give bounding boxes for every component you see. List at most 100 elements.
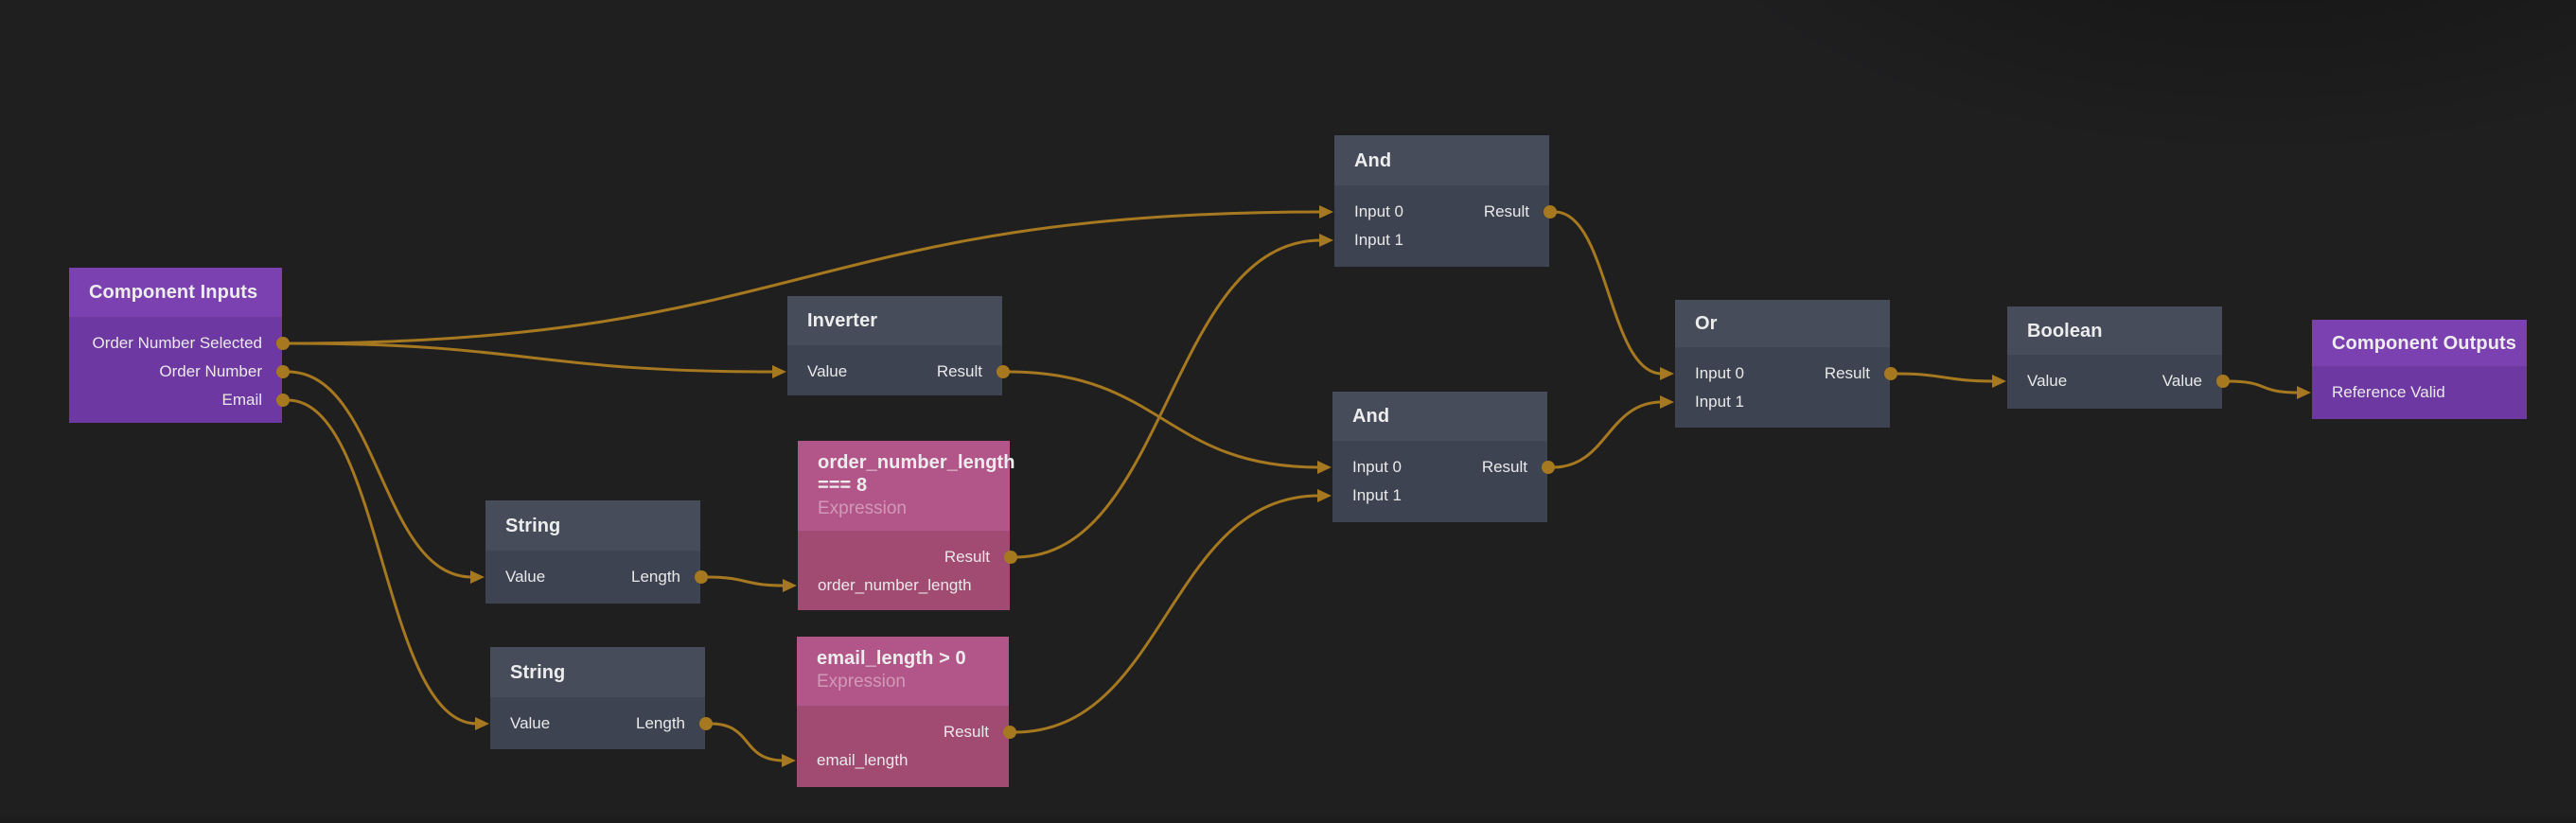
output-port[interactable] <box>1544 205 1557 219</box>
output-port[interactable] <box>1004 551 1017 564</box>
output-port[interactable] <box>699 717 713 730</box>
wire-inverter-to-and-email[interactable] <box>1007 370 1320 469</box>
node-subtitle: Expression <box>817 672 906 692</box>
input-port[interactable] <box>475 717 489 730</box>
output-port-label: Result <box>944 548 990 566</box>
wire-boolean-to-component-outputs[interactable] <box>2227 379 2300 394</box>
output-port[interactable] <box>997 365 1010 378</box>
input-port-label: Value <box>807 362 848 380</box>
wire-component-inputs-to-string-email[interactable] <box>287 398 478 726</box>
wire-string-order-number-to-expr-order-number-length[interactable] <box>705 575 785 587</box>
node-title: And <box>1354 149 1392 171</box>
output-port[interactable] <box>1884 367 1897 380</box>
input-port[interactable] <box>772 365 786 378</box>
input-port[interactable] <box>783 579 797 592</box>
wire-or-to-boolean[interactable] <box>1895 372 1995 383</box>
wire-and-order-to-or[interactable] <box>1554 210 1663 376</box>
node-title: email_length > 0 <box>817 648 966 669</box>
input-port[interactable] <box>2297 386 2311 399</box>
node-title: order_number_length === 8 <box>818 452 1015 496</box>
node-body: Value Value <box>1992 356 2230 409</box>
wire-expr-order-number-length-to-and-order[interactable] <box>1015 238 1322 559</box>
output-port-label: Result <box>1481 458 1527 476</box>
input-port[interactable] <box>1319 234 1333 247</box>
input-port-label: Value <box>510 714 551 732</box>
node-header[interactable]: And <box>1332 392 1547 442</box>
output-port-label: Result <box>943 723 989 741</box>
node-header[interactable]: Or <box>1675 300 1890 348</box>
node-title: Component Outputs <box>2332 332 2517 354</box>
node-body: Value Length <box>475 698 713 749</box>
output-port[interactable] <box>1003 726 1016 739</box>
node-header[interactable]: String <box>490 647 705 698</box>
input-port[interactable] <box>782 754 796 767</box>
node-title: And <box>1352 406 1390 427</box>
input-port-label: Input 1 <box>1354 231 1403 249</box>
node-title: Or <box>1695 313 1718 334</box>
node-title: String <box>505 515 561 536</box>
output-port[interactable] <box>276 337 290 350</box>
node-body: Value Result <box>772 346 1010 395</box>
output-port[interactable] <box>276 365 290 378</box>
wire-component-inputs-to-string-order-number[interactable] <box>287 370 473 579</box>
output-port-label: Result <box>1483 202 1529 220</box>
wire-component-inputs-to-inverter[interactable] <box>287 341 775 374</box>
node-body: Reference Valid <box>2297 367 2527 419</box>
input-port[interactable] <box>1317 461 1332 474</box>
node-header[interactable]: Component Inputs <box>69 268 282 318</box>
node-header[interactable]: String <box>485 500 700 552</box>
output-port-label: Email <box>221 391 262 409</box>
input-port-label: Input 1 <box>1352 486 1402 504</box>
input-port-label: Value <box>505 568 546 586</box>
output-port[interactable] <box>2216 375 2230 388</box>
output-port[interactable] <box>1542 461 1555 474</box>
output-port-label: Order Number Selected <box>92 334 262 352</box>
output-port-label: Length <box>631 568 680 586</box>
output-port-label: Result <box>936 362 982 380</box>
wire-component-inputs-to-and-order[interactable] <box>287 210 1322 345</box>
input-port[interactable] <box>1660 367 1674 380</box>
node-header[interactable]: And <box>1334 135 1549 186</box>
wire-and-email-to-or[interactable] <box>1552 400 1663 469</box>
node-header[interactable]: email_length > 0 Expression <box>797 637 1009 707</box>
input-port[interactable] <box>1660 395 1674 409</box>
input-port-label: Value <box>2027 372 2068 390</box>
input-port[interactable] <box>1319 205 1333 219</box>
node-title: Boolean <box>2027 320 2103 341</box>
node-header[interactable]: Component Outputs <box>2312 320 2527 367</box>
output-port-label: Order Number <box>159 362 262 380</box>
input-port[interactable] <box>1992 375 2006 388</box>
input-port-label: Reference Valid <box>2332 383 2445 401</box>
input-port-label: Input 0 <box>1695 364 1744 382</box>
input-port[interactable] <box>470 570 485 584</box>
output-port-label: Length <box>636 714 685 732</box>
node-title: Component Inputs <box>89 282 258 303</box>
wire-expr-email-length-to-and-email[interactable] <box>1014 494 1320 734</box>
node-header[interactable]: Boolean <box>2007 306 2222 356</box>
wire-string-email-to-expr-email-length[interactable] <box>710 722 785 762</box>
input-port[interactable] <box>1317 489 1332 502</box>
output-port-label: Value <box>2161 372 2202 390</box>
output-port[interactable] <box>276 394 290 407</box>
output-port[interactable] <box>695 570 708 584</box>
node-header[interactable]: Inverter <box>787 296 1002 346</box>
node-body: Value Length <box>470 552 708 604</box>
